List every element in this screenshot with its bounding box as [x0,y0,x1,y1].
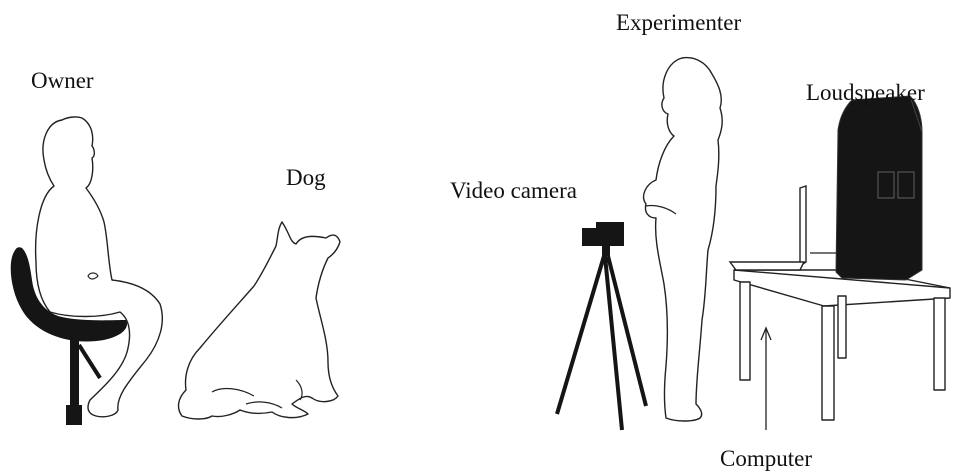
video-camera-label: Video camera [450,179,577,202]
computer-pointer-arrow [761,328,771,430]
chair-lever [79,345,100,378]
chair-base [66,405,82,425]
experimenter-silhouette [644,58,723,421]
table-leg-back-left [740,282,750,380]
owner-label: Owner [31,69,94,92]
laptop-base [730,262,804,270]
experimenter-label: Experimenter [616,11,741,34]
loudspeaker-label: Loudspeaker [806,81,925,104]
chair-post [70,340,79,410]
table-leg-front-left [822,306,834,420]
video-camera-figure [557,222,646,430]
dog-silhouette [179,222,340,419]
computer-label: Computer [720,447,812,470]
table-leg-back-right [838,296,846,358]
owner-silhouette [36,117,163,417]
tripod-leg-left [557,256,604,414]
experimenter-figure [644,58,723,421]
laptop-figure [730,186,838,270]
laptop-screen [800,186,806,266]
dog-label: Dog [286,166,326,189]
owner-figure [11,117,163,425]
camera-mount [602,246,610,256]
dog-figure [179,222,340,419]
camera-lens [596,222,624,246]
loudspeaker-figure [836,96,922,280]
loudspeaker-body [836,96,922,280]
table-leg-front-right [934,298,945,390]
